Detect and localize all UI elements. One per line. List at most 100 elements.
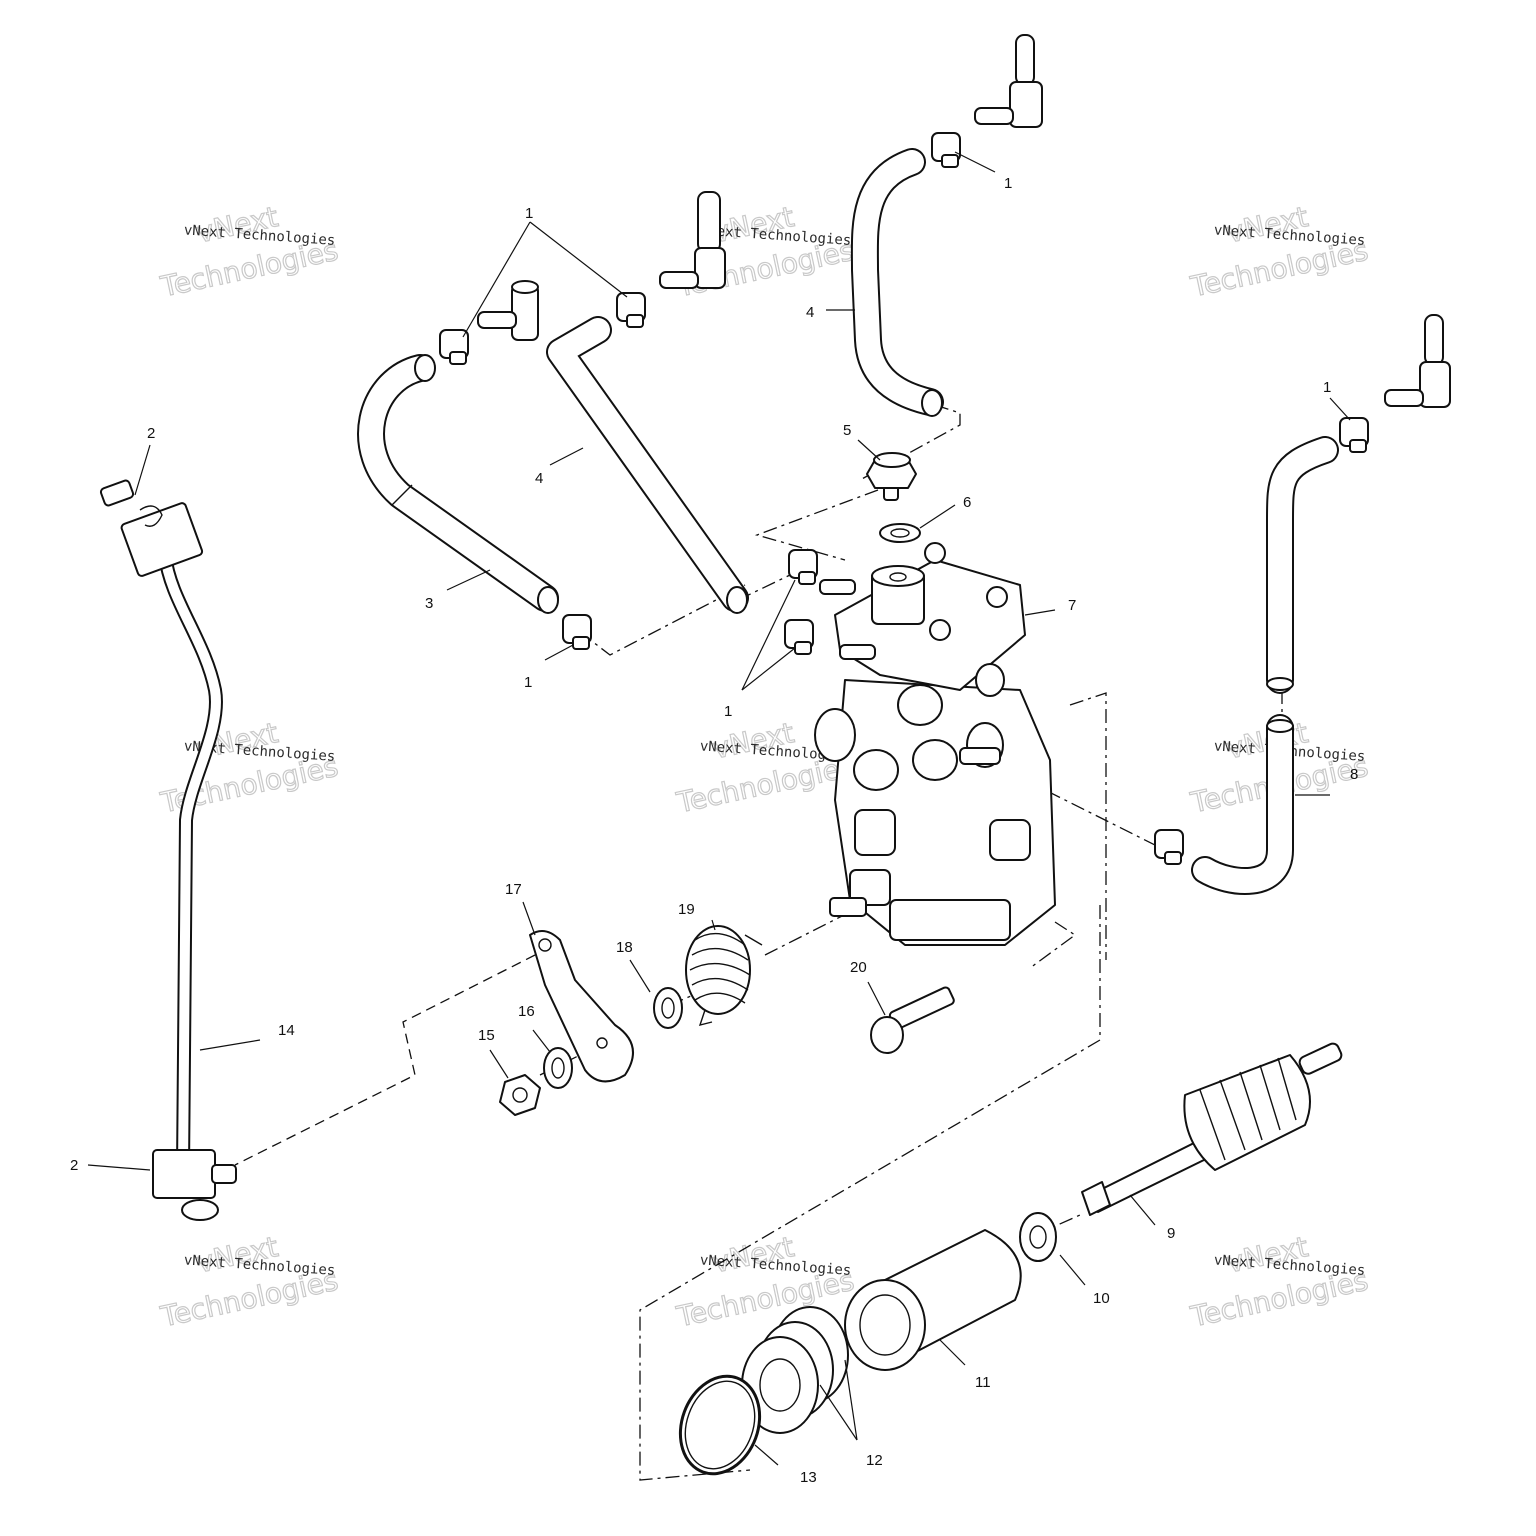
clamp-icon [784,619,814,655]
pump-port [853,749,899,791]
shaft-gear-teeth [1199,1057,1297,1161]
assembly-line-body-right [1069,692,1107,960]
callout-1: 1 [724,703,732,720]
assembly-line-shaft-box [639,905,1101,1481]
oil-seals-12 [741,1306,849,1434]
banjo-bolt-top [99,479,135,507]
washer-10 [1019,1212,1057,1262]
hose-3-top-end [414,354,436,382]
nut-15-hole [512,1087,528,1103]
oil-seal-bore [759,1358,801,1412]
clamp-icon [1339,417,1369,453]
hose-4-top-end [921,389,943,417]
callout-8: 8 [1350,766,1358,783]
pump-fitting [819,579,856,595]
assembly-line-rod [234,954,536,1166]
callout-labels: 1 1 1 1 1 2 2 3 4 4 5 6 7 8 9 10 11 12 1… [70,175,1358,1486]
elbow-left-nipple [477,311,517,329]
callout-4: 4 [535,470,543,487]
pump-port [912,739,958,781]
callout-13: 13 [800,1469,817,1486]
elbow-left-top [511,280,539,294]
washer-18 [653,987,683,1029]
leader-lines [87,151,1351,1466]
washer-6 [879,523,921,543]
clamp-icon [616,292,646,328]
bushing-bore [859,1294,911,1356]
shaft-tip [1081,1181,1111,1216]
elbow-fitting-top-right [974,34,1043,128]
pump-fitting-right [959,747,1001,765]
watermark-bottom-left: vNext Technologies vNext Technologies [157,1230,342,1335]
clamp-icon [562,614,592,650]
pump-inlet-hole [889,572,907,582]
hose-4-top-inner [852,150,942,414]
callout-10: 10 [1093,1290,1110,1307]
elbow-right-body [1424,314,1444,366]
elbow-fitting-left [477,280,539,341]
elbow-center-body [697,191,721,253]
bolt-20-head [870,1016,904,1054]
oil-pump-7 [814,542,1056,946]
assembly-line-plug [754,489,879,561]
hose-8 [1191,436,1339,895]
plug-screw-5 [866,452,917,501]
callout-1: 1 [525,205,533,222]
hose-8-lower-end [1266,719,1294,733]
shaft-end [1298,1042,1343,1075]
hose-4-left-end [726,586,748,614]
callout-11: 11 [975,1374,991,1391]
banjo-body-top [120,502,204,577]
clamp-icon [788,549,818,585]
callout-14: 14 [278,1022,295,1039]
oil-line-tube-inner [160,550,221,1175]
hose-4-left [546,316,749,614]
nut-15 [499,1074,541,1116]
pump-fitting [839,644,876,660]
clamp-icon [439,329,469,365]
watermark-top-right: vNext Technologies vNext Technologies [1187,200,1372,305]
callout-9: 9 [1167,1225,1175,1242]
pump-outlet-left [814,708,856,762]
clamp-icon [931,132,961,168]
callout-3: 3 [425,595,433,612]
callout-2: 2 [147,425,155,442]
bushing-11 [844,1229,1022,1371]
washer-6-hole [890,528,910,538]
callout-16: 16 [518,1003,535,1020]
hose-8-lower-inner [1193,716,1292,893]
cover-screw-icon [986,586,1008,608]
elbow-top-right-body [1015,34,1035,86]
hose-3-inner [359,356,557,610]
elbow-top-right-nipple [974,107,1014,125]
pump-base [889,899,1011,941]
banjo-body-bottom [152,1149,216,1199]
hose-3-joint [391,484,413,506]
snap-ring-13 [678,1374,762,1476]
pump-outlet-center [897,684,943,726]
callout-12: 12 [866,1452,883,1469]
assembly-line-top-hose [859,404,961,481]
callout-1: 1 [1004,175,1012,192]
hose-8-upper-inner [1268,438,1337,692]
hose-clamps [439,132,1369,865]
callout-20: 20 [850,959,867,976]
lever-17-hole [596,1037,608,1049]
spring-tail-top [744,934,763,946]
spring-windings [689,932,751,1004]
banjo-fitting-top [99,479,204,577]
elbow-right-nipple [1384,389,1424,407]
pump-inlet-top [871,565,925,587]
washer-18-hole [661,997,675,1019]
cover-screw-icon [924,542,946,564]
banjo-eye-top [139,505,163,527]
drive-shaft-9 [1081,1042,1343,1216]
assembly-line-body-base [1029,921,1077,969]
hose-3 [357,354,559,614]
callout-6: 6 [963,494,971,511]
elbow-top-right-base [1009,81,1043,128]
callout-4: 4 [806,304,814,321]
lock-washer-16 [543,1047,573,1089]
callout-17: 17 [505,881,522,898]
